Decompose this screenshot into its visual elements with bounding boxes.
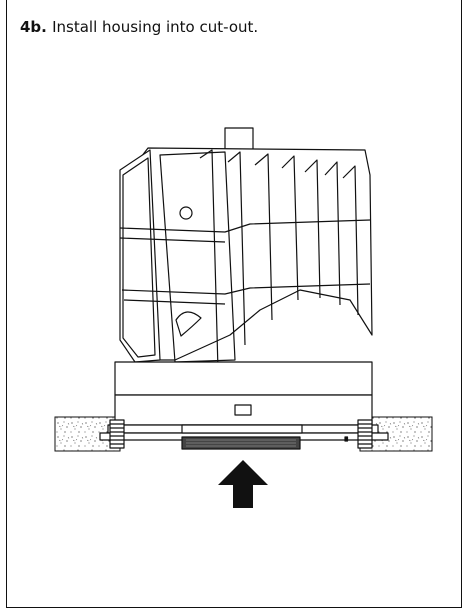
step-number: 4b. (20, 18, 53, 36)
step-text: Install housing into cut-out. (52, 18, 259, 36)
step-caption: 4b. Install housing into cut-out. (20, 18, 258, 36)
housing-illustration (99, 127, 389, 450)
step-panel (6, 0, 462, 608)
arrow-up-icon (218, 460, 268, 508)
